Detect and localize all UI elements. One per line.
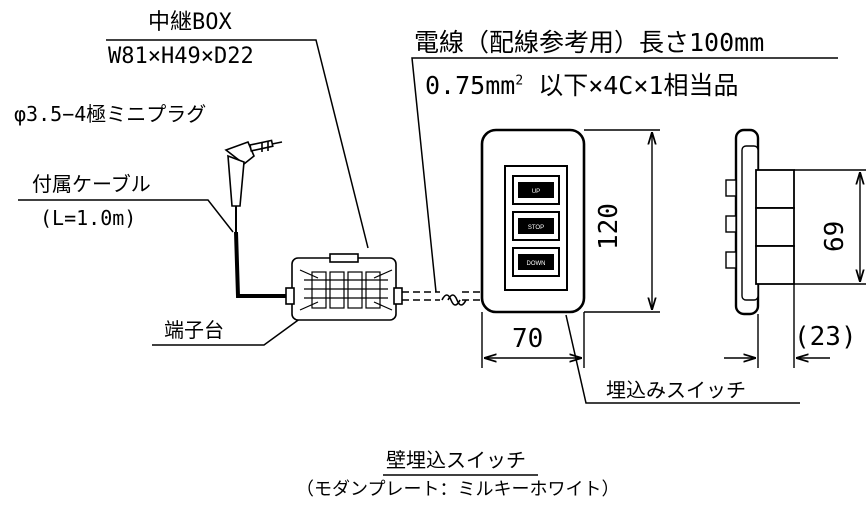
switch-label: 埋込みスイッチ bbox=[606, 378, 746, 402]
cable-leader bbox=[18, 199, 234, 233]
cable-length: (L=1.0m) bbox=[40, 206, 137, 230]
up-button-label: UP bbox=[532, 189, 540, 195]
switch-height-label: 120 bbox=[594, 203, 624, 250]
switch-side-dimensions bbox=[724, 169, 866, 368]
switch-buttons: UP STOP DOWN bbox=[512, 175, 560, 277]
relay-box-title: 中継BOX bbox=[148, 10, 232, 35]
wire-label-line2-suffix: 以下×4C×1相当品 bbox=[523, 71, 739, 100]
stop-button-label: STOP bbox=[528, 225, 544, 231]
down-button-label: DOWN bbox=[527, 261, 546, 267]
switch-front-dimensions bbox=[481, 129, 660, 368]
wire-label-line2: 0.75mm2 以下×4C×1相当品 bbox=[425, 73, 738, 98]
caption-title: 壁埋込スイッチ bbox=[386, 448, 526, 472]
wire-dashed bbox=[402, 291, 482, 306]
relay-box-leader bbox=[106, 39, 369, 249]
wire-label-superscript: 2 bbox=[515, 73, 524, 89]
switch-depth-label: (23) bbox=[794, 322, 857, 352]
mini-plug bbox=[224, 139, 283, 232]
caption-subtitle: （モダンプレート：ミルキーホワイト） bbox=[296, 479, 620, 500]
plug-label: φ3.5−4極ミニプラグ bbox=[14, 102, 207, 126]
terminal-leader bbox=[152, 309, 313, 346]
cable-line bbox=[234, 231, 292, 298]
switch-leader bbox=[565, 314, 800, 404]
switch-side bbox=[725, 128, 795, 316]
cable-label: 付属ケーブル bbox=[32, 172, 151, 196]
wire-label-line1: 電線（配線参考用）長さ100mm bbox=[414, 28, 765, 57]
relay-box bbox=[285, 253, 403, 321]
terminal-label: 端子台 bbox=[164, 318, 224, 342]
switch-button-height-label: 69 bbox=[820, 220, 850, 252]
switch-width-label: 70 bbox=[512, 324, 544, 354]
wire-leader bbox=[411, 57, 838, 293]
leader-lines bbox=[18, 39, 838, 404]
relay-box-dimensions: W81×H49×D22 bbox=[108, 44, 254, 69]
wire-label-line2-prefix: 0.75mm bbox=[425, 71, 516, 100]
